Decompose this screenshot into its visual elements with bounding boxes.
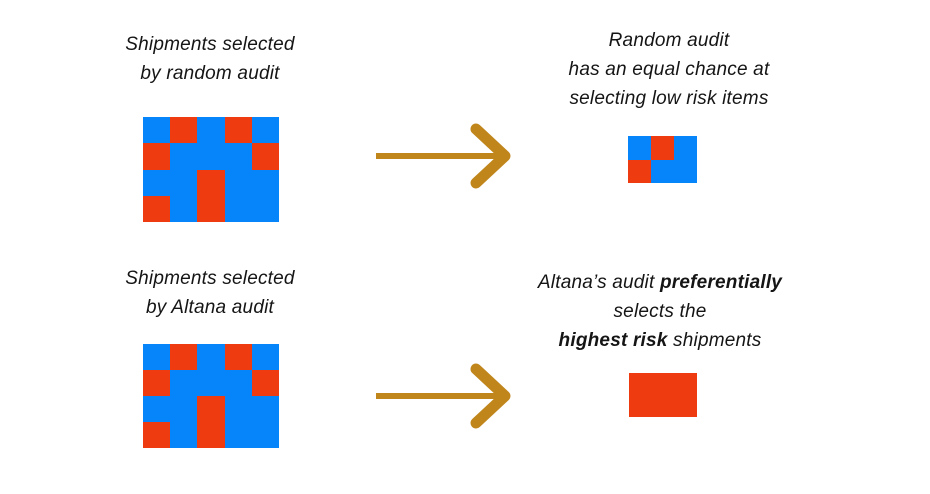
highest-risk-selection-rect [629, 373, 697, 417]
altana-audit-result-label: Altana’s audit preferentially selects th… [508, 268, 812, 355]
high-risk-shipment-cell [143, 143, 171, 170]
high-risk-shipment-cell [197, 422, 225, 448]
label-segment: Altana’s audit [537, 272, 660, 293]
low-risk-shipment-cell [224, 422, 252, 448]
low-risk-shipment-cell [251, 117, 279, 144]
high-risk-shipment-cell [224, 344, 252, 370]
label-line: Random audit [608, 30, 730, 51]
high-risk-shipment-cell [170, 117, 198, 144]
low-risk-shipment-cell [170, 422, 198, 448]
low-risk-shipment-cell [251, 169, 279, 196]
low-risk-shipment-cell [251, 422, 279, 448]
low-risk-shipment-cell [224, 396, 252, 422]
label-segment-bold: preferentially [659, 272, 783, 293]
low-risk-shipment-cell [197, 344, 225, 370]
high-risk-shipment-cell [143, 195, 171, 222]
arrow-right-icon [376, 363, 511, 429]
label-line: has an equal chance at [568, 59, 770, 80]
low-risk-shipment-cell [143, 169, 171, 196]
low-risk-shipment-cell [651, 159, 674, 183]
low-risk-shipment-cell [251, 396, 279, 422]
low-risk-shipment-cell [224, 143, 252, 170]
high-risk-shipment-cell [170, 344, 198, 370]
low-risk-shipment-cell [251, 344, 279, 370]
high-risk-shipment-cell [197, 169, 225, 196]
high-risk-shipment-cell [628, 159, 651, 183]
low-risk-shipment-cell [143, 344, 171, 370]
low-risk-shipment-cell [170, 143, 198, 170]
low-risk-shipment-cell [170, 370, 198, 396]
label-line: selects the [613, 301, 707, 322]
altana-audit-shipments-label: Shipments selected by Altana audit [85, 264, 335, 322]
low-risk-shipment-cell [197, 370, 225, 396]
low-risk-shipment-cell [170, 169, 198, 196]
low-risk-shipment-cell [143, 117, 171, 144]
low-risk-shipment-cell [170, 195, 198, 222]
low-risk-shipment-cell [197, 117, 225, 144]
high-risk-shipment-cell [143, 422, 171, 448]
label-line: Shipments selected [125, 34, 295, 55]
high-risk-shipment-cell [651, 136, 674, 160]
altana-audit-shipments-grid [143, 344, 279, 448]
label-segment-bold: highest risk [558, 330, 668, 351]
high-risk-shipment-cell [251, 370, 279, 396]
label-line: by Altana audit [146, 297, 274, 318]
low-risk-shipment-cell [224, 169, 252, 196]
low-risk-shipment-cell [674, 136, 697, 160]
low-risk-shipment-cell [224, 195, 252, 222]
random-audit-result-label: Random audit has an equal chance at sele… [530, 26, 808, 113]
label-line: selecting low risk items [569, 88, 769, 109]
low-risk-shipment-cell [251, 195, 279, 222]
low-risk-shipment-cell [224, 370, 252, 396]
low-risk-shipment-cell [170, 396, 198, 422]
label-line: highest risk shipments [508, 326, 812, 355]
high-risk-shipment-cell [197, 396, 225, 422]
high-risk-shipment-cell [224, 117, 252, 144]
label-line: Shipments selected [125, 268, 295, 289]
low-risk-shipment-cell [197, 143, 225, 170]
label-line: by random audit [140, 63, 280, 84]
low-risk-shipment-cell [628, 136, 651, 160]
random-audit-shipments-label: Shipments selected by random audit [85, 30, 335, 88]
low-risk-shipment-cell [674, 159, 697, 183]
high-risk-shipment-cell [197, 195, 225, 222]
label-segment: shipments [667, 330, 762, 351]
random-audit-shipments-grid [143, 117, 279, 222]
arrow-right-icon [376, 123, 511, 189]
random-audit-selection-grid [628, 136, 697, 183]
high-risk-shipment-cell [251, 143, 279, 170]
label-line: Altana’s audit preferentially [508, 268, 812, 297]
high-risk-shipment-cell [143, 370, 171, 396]
low-risk-shipment-cell [143, 396, 171, 422]
